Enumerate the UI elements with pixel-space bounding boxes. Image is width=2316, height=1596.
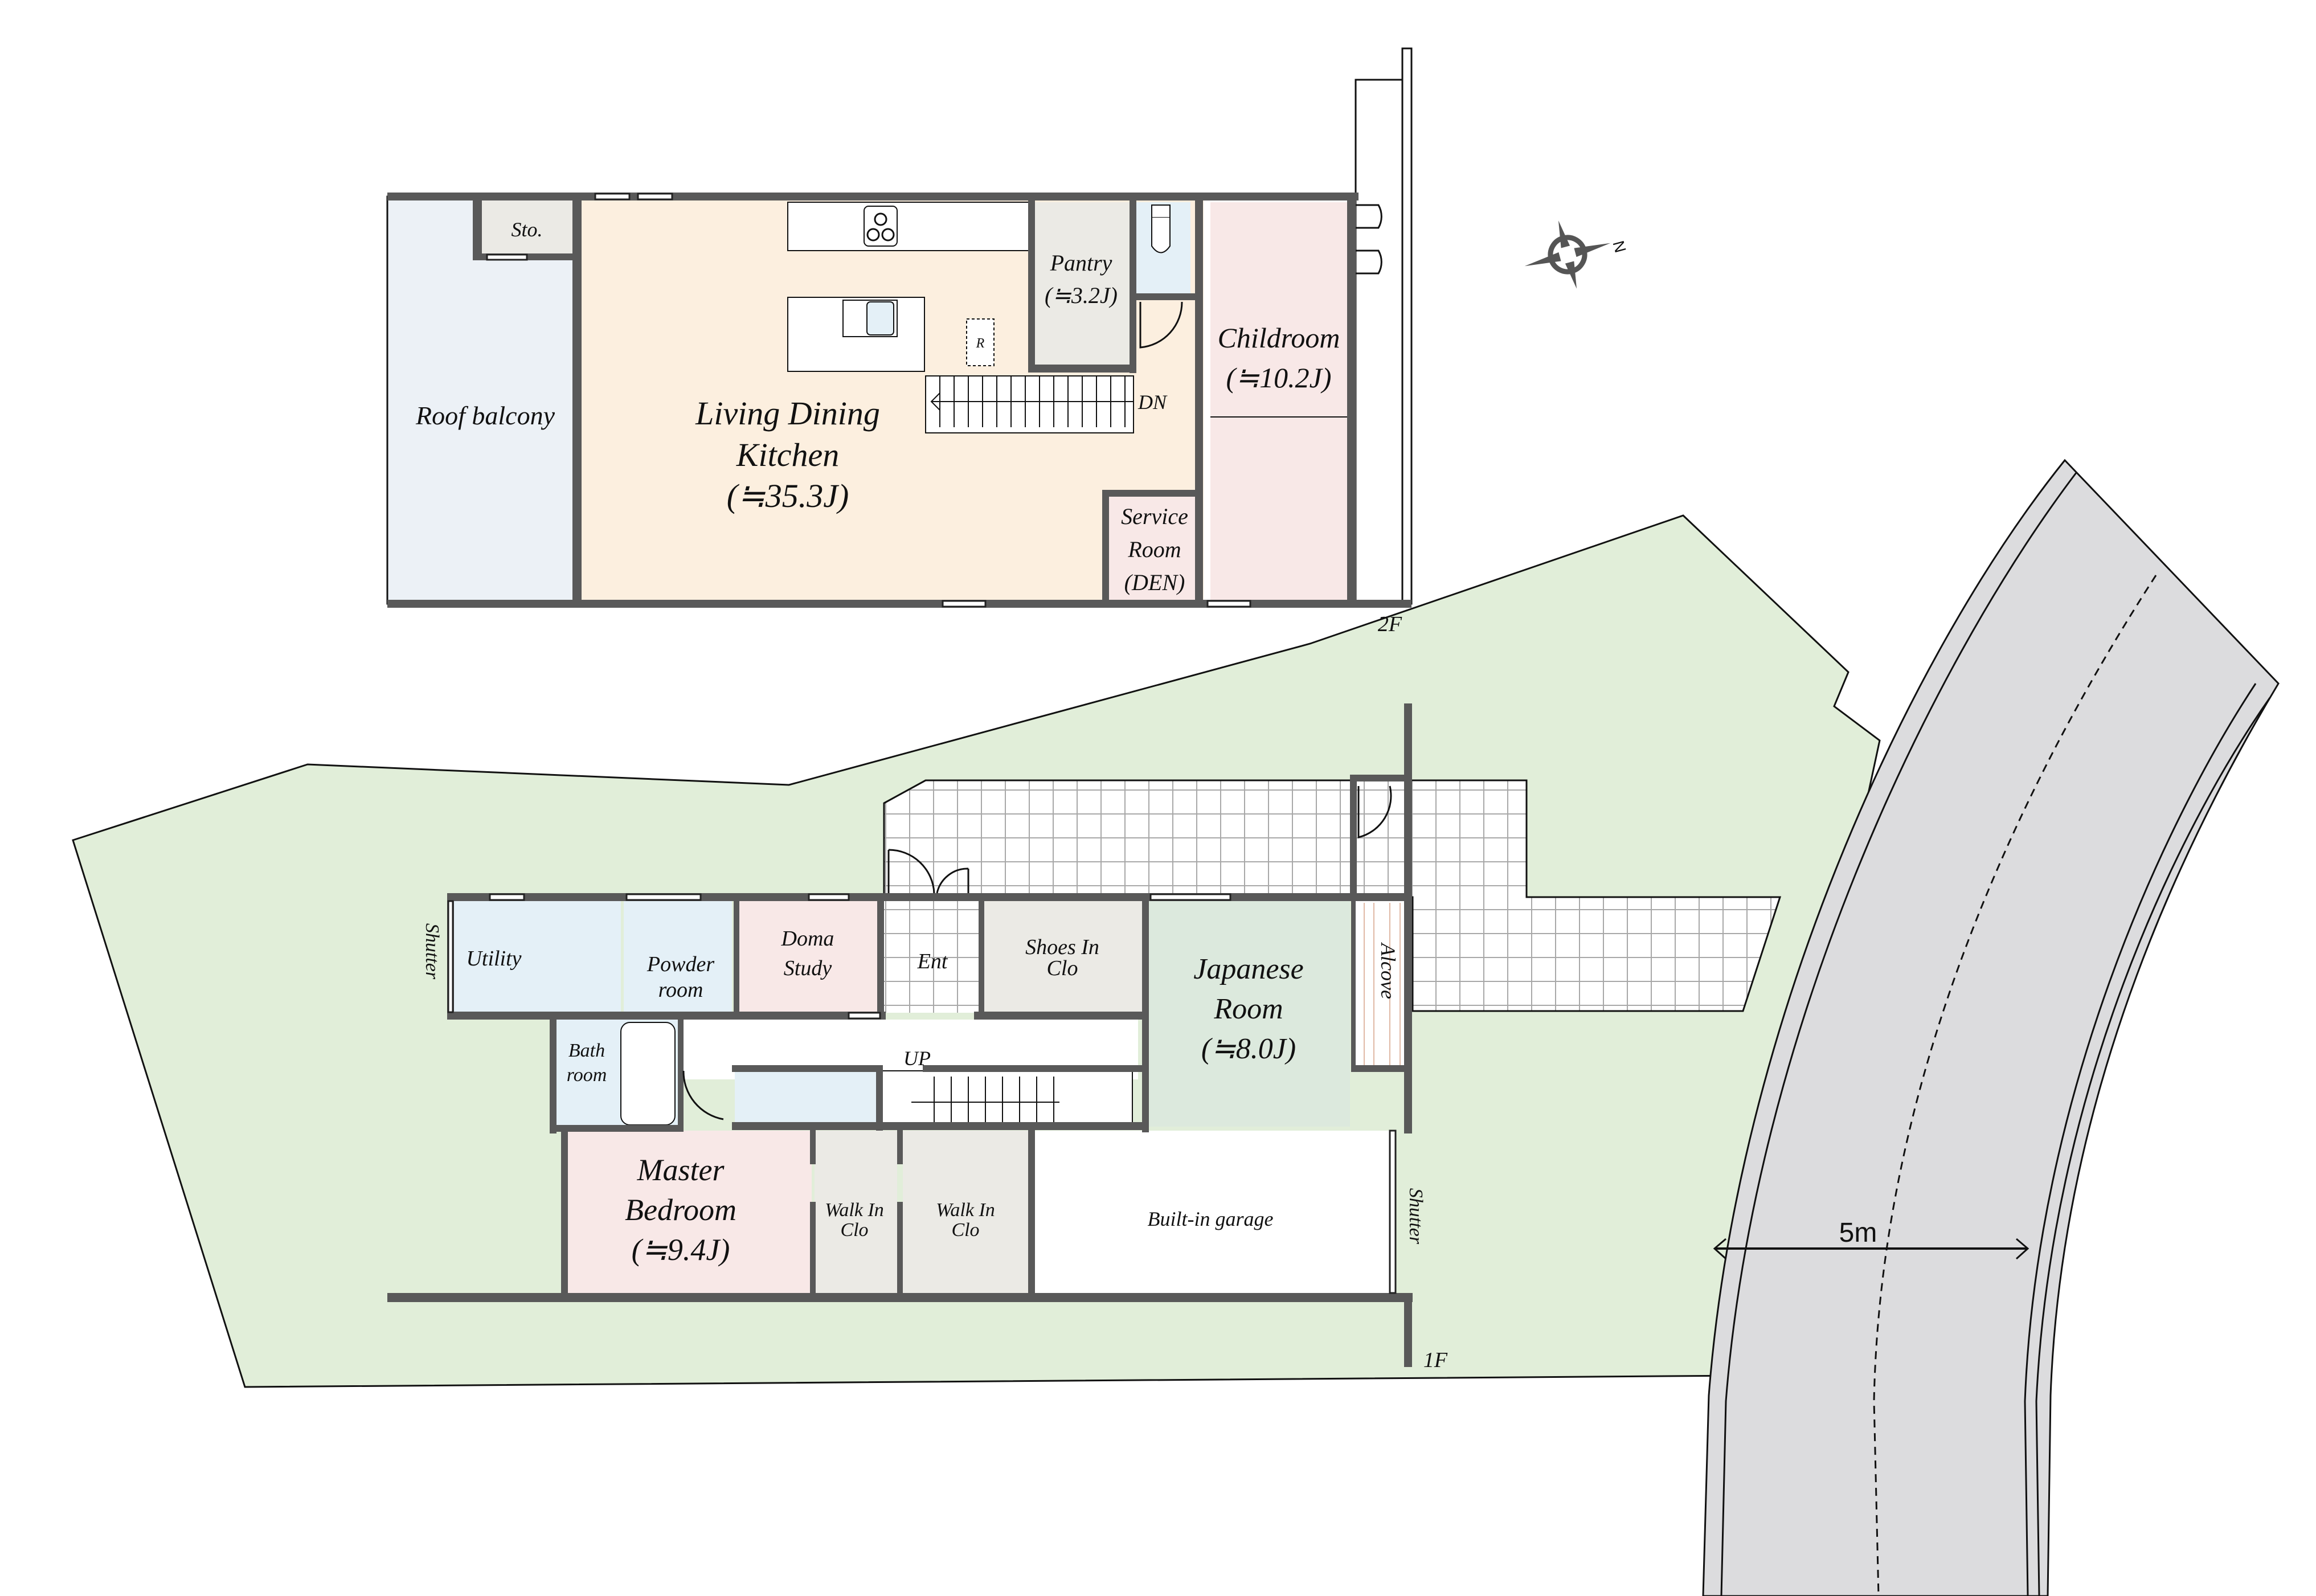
powder-room-label-1: Powder xyxy=(646,952,714,976)
roof-balcony xyxy=(386,195,579,605)
master-bedroom-label-2: Bedroom xyxy=(625,1193,736,1227)
road-centerline xyxy=(1873,575,2157,1596)
pantry xyxy=(1033,202,1130,367)
shoes-closet-label-2: Clo xyxy=(1047,956,1078,980)
road xyxy=(1702,459,2280,1596)
walk-in-closet-2-label-1: Walk In xyxy=(936,1200,995,1221)
service-room-label-2: Room xyxy=(1127,537,1181,562)
childroom-size: (≒10.2J) xyxy=(1226,362,1332,394)
master-bedroom-label-1: Master xyxy=(637,1153,725,1187)
refrigerator xyxy=(966,318,995,366)
stairs-up-label: UP xyxy=(903,1047,931,1070)
service-room xyxy=(1108,496,1202,601)
japanese-room xyxy=(1148,899,1350,1127)
floor-1f-label: 1F xyxy=(1423,1348,1448,1372)
doma-study xyxy=(738,899,877,1013)
master-bedroom-size: (≒9.4J) xyxy=(632,1233,730,1267)
bedroom-door-swing xyxy=(682,1070,724,1120)
entrance xyxy=(882,899,979,1013)
walk-in-closet-2-label-2: Clo xyxy=(951,1219,979,1241)
bathroom-label-1: Bath xyxy=(568,1040,605,1061)
sink-icon xyxy=(842,300,898,337)
service-room-label-1: Service xyxy=(1121,504,1188,529)
service-room-label-3: (DEN) xyxy=(1124,570,1185,595)
powder-room xyxy=(624,899,732,1013)
childroom xyxy=(1210,202,1347,601)
road-edge-line xyxy=(2035,697,2271,1596)
japanese-room-label-2: Room xyxy=(1213,993,1283,1025)
japanese-room-size: (≒8.0J) xyxy=(1201,1033,1296,1065)
stairs-down-label: DN xyxy=(1137,391,1168,414)
ldk-size: (≒35.3J) xyxy=(727,477,849,514)
shoes-closet-label-1: Shoes In xyxy=(1025,935,1099,959)
compass-north-label: N xyxy=(1609,239,1629,255)
master-bedroom xyxy=(567,1131,812,1296)
shutter-right-label: Shutter xyxy=(1405,1188,1426,1245)
bathtub xyxy=(620,1022,676,1126)
floor-1f: Shutter Utility Powder room Doma Study E… xyxy=(387,703,1448,1372)
walk-in-closet-1 xyxy=(815,1131,897,1296)
bathroom-label-2: room xyxy=(567,1065,607,1086)
alcove-label: Alcove xyxy=(1377,942,1400,999)
door-swing xyxy=(1356,204,1382,229)
doma-label-2: Study xyxy=(784,956,832,980)
roof-balcony-label: Roof balcony xyxy=(415,401,555,430)
toilet-icon xyxy=(1151,204,1171,253)
powder-room-label-2: room xyxy=(658,978,703,1002)
pantry-label: Pantry xyxy=(1050,250,1112,276)
utility-label: Utility xyxy=(466,947,521,971)
built-in-garage xyxy=(1034,1131,1396,1296)
stairs-2f xyxy=(925,375,1134,433)
walk-in-closet-1-label-1: Walk In xyxy=(825,1200,884,1221)
toilet-1f xyxy=(735,1071,876,1125)
ldk-label-line2: Kitchen xyxy=(736,436,839,473)
side-door-swing xyxy=(1357,785,1392,838)
walk-in-closet-1-label-2: Clo xyxy=(840,1219,868,1241)
doma-label-1: Doma xyxy=(781,927,834,951)
washroom xyxy=(535,899,621,1013)
stairs-1f xyxy=(881,1070,1133,1126)
utility-room xyxy=(453,899,535,1013)
floor-2f: R DN xyxy=(386,47,1413,636)
road-width-label: 5m xyxy=(1839,1218,1877,1248)
road-edge-line xyxy=(2024,683,2257,1596)
compass-rose-icon: N xyxy=(1524,220,1630,289)
door-swing xyxy=(1139,301,1183,349)
shoes-in-closet xyxy=(983,899,1142,1013)
floor-2f-label: 2F xyxy=(1378,612,1402,636)
entrance-door-swing xyxy=(887,849,969,894)
pantry-size: (≒3.2J) xyxy=(1045,283,1118,308)
walk-in-closet-2 xyxy=(903,1131,1031,1296)
entrance-label: Ent xyxy=(917,950,948,973)
refrigerator-label: R xyxy=(976,336,985,351)
ldk-label-line1: Living Dining xyxy=(695,395,880,432)
stove-icon xyxy=(864,206,898,247)
road-width-dimension: 5m xyxy=(1713,1218,2029,1260)
storage-label: Sto. xyxy=(511,218,542,241)
japanese-room-label-1: Japanese xyxy=(1193,953,1303,985)
shutter-left-label: Shutter xyxy=(422,923,443,980)
road-edge-line xyxy=(1720,472,2077,1596)
childroom-label: Childroom xyxy=(1218,322,1340,354)
door-swing xyxy=(1356,249,1382,275)
storage-room xyxy=(477,199,577,259)
garage-label: Built-in garage xyxy=(1148,1208,1274,1230)
kitchen-counter xyxy=(787,202,1033,251)
